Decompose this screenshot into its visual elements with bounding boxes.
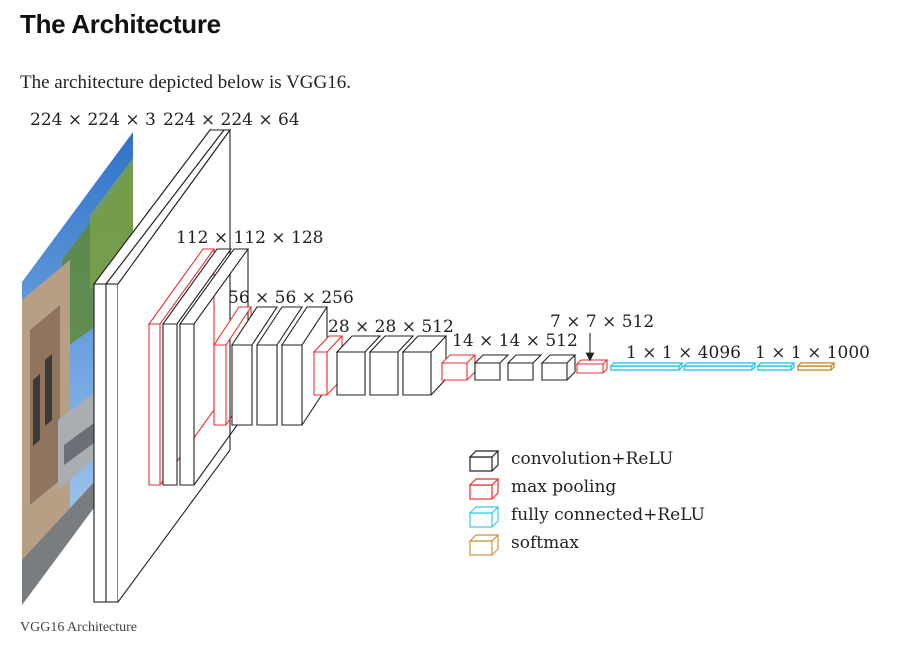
legend-item-pool: max pooling <box>468 477 616 500</box>
conv-cube-icon <box>468 450 500 472</box>
legend-label-conv: convolution+ReLU <box>511 449 673 469</box>
legend-label-pool: max pooling <box>511 477 616 497</box>
legend-label-softmax: softmax <box>511 533 579 553</box>
dim-label-conv5: 14 × 14 × 512 <box>452 331 578 351</box>
dim-label-conv2: 112 × 112 × 128 <box>176 228 323 248</box>
legend-item-conv: convolution+ReLU <box>468 449 673 472</box>
page-title: The Architecture <box>20 9 221 39</box>
legend: convolution+ReLU max pooling fully conne… <box>468 449 705 556</box>
figure-caption: VGG16 Architecture <box>20 620 138 635</box>
conv5-block <box>440 354 577 381</box>
fc-layers <box>609 362 796 371</box>
dim-label-conv1: 224 × 224 × 64 <box>163 110 300 130</box>
pool5-block <box>575 333 609 374</box>
pool-cube-icon <box>468 478 500 500</box>
fc-cube-icon <box>468 506 500 528</box>
legend-label-fc: fully connected+ReLU <box>511 505 705 525</box>
intro-text: The architecture depicted below is VGG16… <box>20 72 351 93</box>
dim-label-fc: 1 × 1 × 4096 <box>626 343 741 363</box>
dim-label-pool5: 7 × 7 × 512 <box>550 312 654 332</box>
conv1-block <box>92 128 232 603</box>
dim-label-input: 224 × 224 × 3 <box>30 110 156 130</box>
dim-label-conv4: 28 × 28 × 512 <box>328 317 454 337</box>
conv4-block <box>312 335 448 396</box>
softmax-cube-icon <box>468 534 500 556</box>
legend-item-fc: fully connected+ReLU <box>468 505 705 528</box>
softmax-layer <box>796 362 836 371</box>
dim-label-conv3: 56 × 56 × 256 <box>228 288 354 308</box>
dim-label-softmax: 1 × 1 × 1000 <box>755 343 870 363</box>
legend-item-softmax: softmax <box>468 533 579 556</box>
conv3-block <box>212 306 329 426</box>
